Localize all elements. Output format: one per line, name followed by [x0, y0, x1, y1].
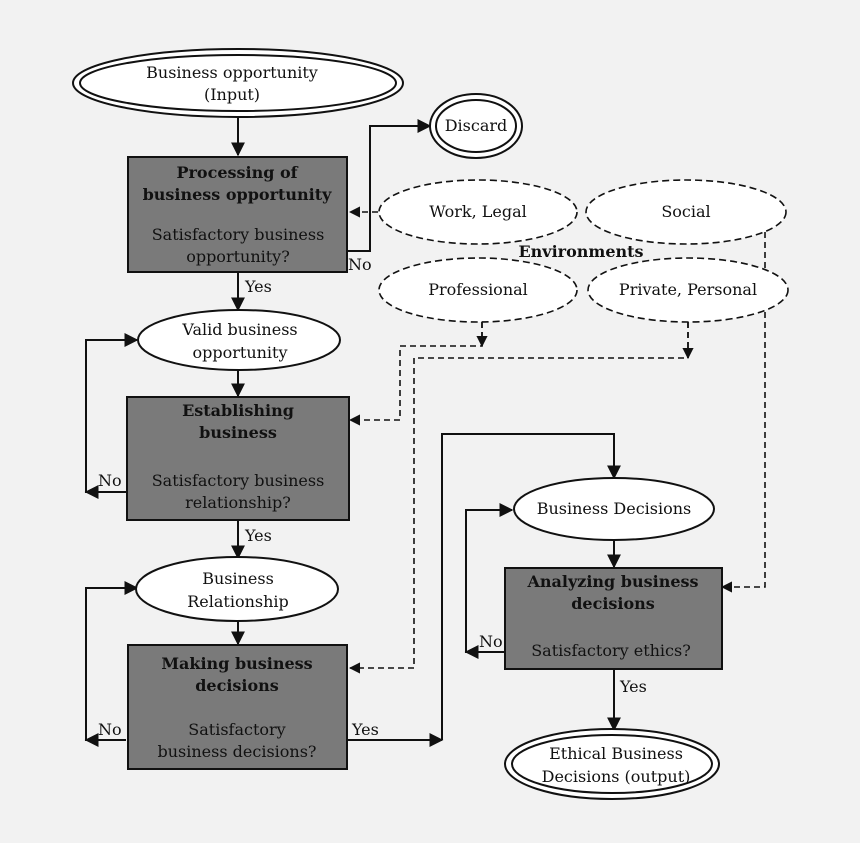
environments-heading: Environments: [518, 242, 643, 261]
establishing-title-1: Establishing: [182, 401, 294, 420]
processing-title-1: Processing of: [176, 163, 298, 182]
making-question-1: Satisfactory: [188, 720, 285, 739]
env-private-personal: Private, Personal: [587, 257, 789, 323]
label-no-making: No: [98, 720, 122, 739]
analyzing-title-2: decisions: [571, 594, 655, 613]
edge-professional-to-establishing: [348, 322, 483, 426]
node-business-decisions: Business Decisions: [513, 477, 715, 541]
edge-social-to-analyzing: [720, 232, 766, 593]
label-yes-analyzing: Yes: [619, 677, 647, 696]
env-social-label: Social: [661, 202, 710, 221]
valid-opportunity-line1: Valid business: [181, 320, 297, 339]
env-social: Social: [585, 179, 787, 245]
node-business-relationship: Business Relationship: [135, 556, 339, 622]
label-yes-processing: Yes: [244, 277, 272, 296]
making-question-2: business decisions?: [158, 742, 317, 761]
business-relationship-line2: Relationship: [187, 592, 289, 611]
node-establishing: Establishing business Satisfactory busin…: [126, 396, 350, 521]
establishing-question-2: relationship?: [185, 493, 291, 512]
env-work-legal-label: Work, Legal: [429, 202, 527, 221]
env-private-personal-label: Private, Personal: [619, 280, 757, 299]
making-title-1: Making business: [161, 654, 312, 673]
env-work-legal: Work, Legal: [378, 179, 578, 245]
label-no-establishing: No: [98, 471, 122, 490]
node-ethical-output: Ethical Business Decisions (output): [504, 728, 720, 800]
node-making: Making business decisions Satisfactory b…: [127, 644, 348, 770]
env-professional-label: Professional: [428, 280, 528, 299]
establishing-title-2: business: [199, 423, 277, 442]
node-business-opportunity: Business opportunity (Input): [72, 48, 404, 118]
analyzing-title-1: Analyzing business: [526, 572, 698, 591]
making-title-2: decisions: [195, 676, 279, 695]
solid-connectors: [84, 117, 621, 747]
node-analyzing: Analyzing business decisions Satisfactor…: [504, 567, 723, 670]
dashed-connectors: [348, 206, 766, 674]
edge-processing-no-to-discard: [348, 119, 432, 252]
label-yes-making: Yes: [351, 720, 379, 739]
business-relationship-line1: Business: [202, 569, 274, 588]
processing-question-2: opportunity?: [186, 247, 290, 266]
edge-making-yes-to-decisions: [441, 433, 621, 740]
environments-group: Work, Legal Social Environments Professi…: [378, 179, 789, 323]
analyzing-question: Satisfactory ethics?: [531, 641, 691, 660]
business-opportunity-line1: Business opportunity: [146, 63, 318, 82]
label-yes-establishing: Yes: [244, 526, 272, 545]
processing-question-1: Satisfactory business: [152, 225, 325, 244]
node-valid-opportunity: Valid business opportunity: [137, 309, 341, 371]
ethical-output-line1: Ethical Business: [549, 744, 683, 763]
discard-label: Discard: [445, 116, 508, 135]
processing-title-2: business opportunity: [143, 185, 333, 204]
edge-labels: No Yes No Yes No Yes No Yes: [98, 255, 647, 739]
valid-opportunity-line2: opportunity: [192, 343, 287, 362]
business-opportunity-line2: (Input): [204, 85, 260, 104]
business-decisions-label: Business Decisions: [537, 499, 692, 518]
label-no-analyzing: No: [479, 632, 503, 651]
establishing-question-1: Satisfactory business: [152, 471, 325, 490]
node-processing: Processing of business opportunity Satis…: [127, 156, 348, 273]
label-no-processing: No: [348, 255, 372, 274]
node-discard: Discard: [429, 93, 523, 159]
env-professional: Professional: [378, 257, 578, 323]
ethical-output-line2: Decisions (output): [542, 767, 691, 786]
